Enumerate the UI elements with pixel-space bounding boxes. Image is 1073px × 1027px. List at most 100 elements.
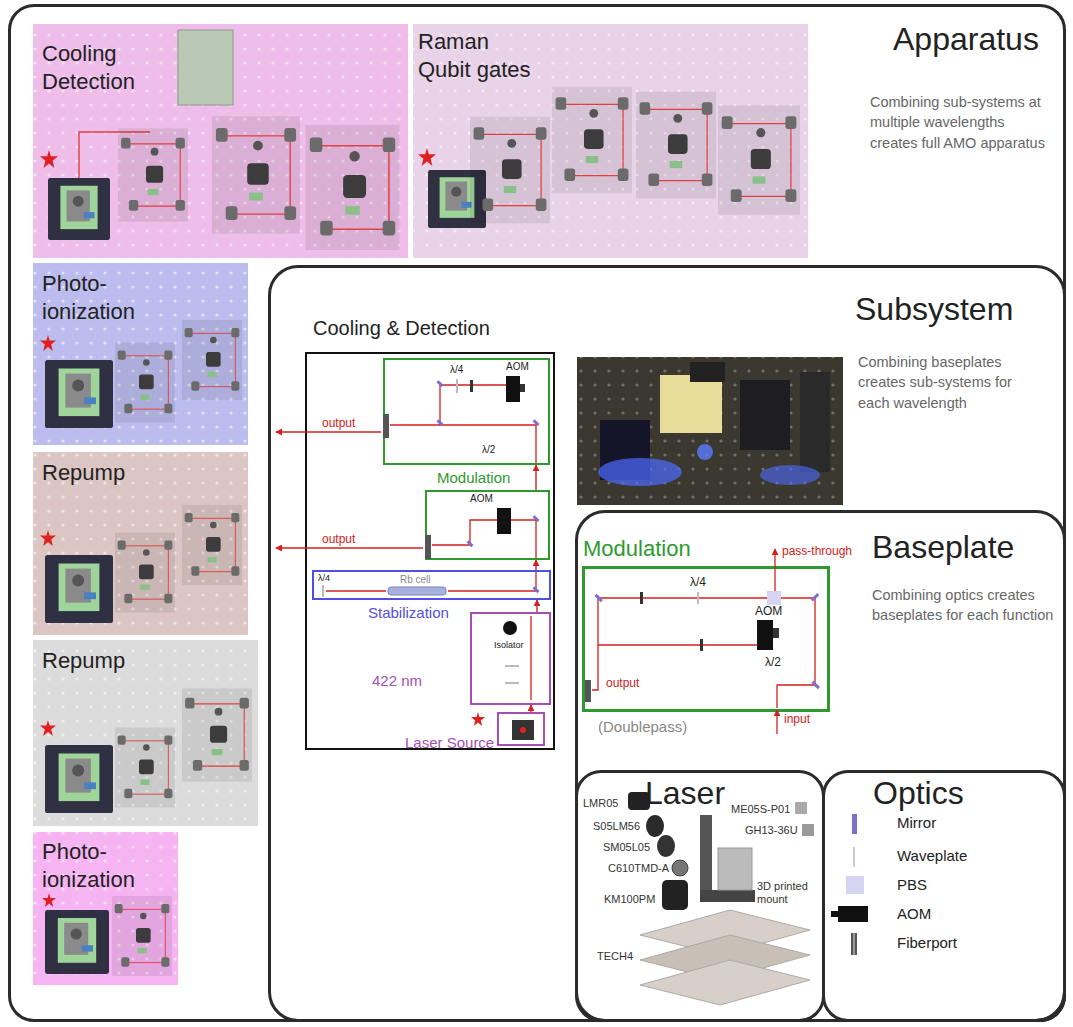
text-slot: λ/4 (318, 573, 330, 584)
text-slot: Modulation (583, 536, 691, 562)
beam-arrow (530, 705, 531, 712)
text-slot: Repump (42, 460, 125, 486)
text-slot: Stabilization (368, 604, 449, 622)
text-slot: 422 nm (372, 672, 422, 690)
part-label: KM100PM (604, 893, 655, 906)
text-slot: TECH4 (597, 950, 633, 963)
optics-frame: Optics (822, 770, 1066, 1022)
text-slot: Baseplate (872, 528, 1014, 566)
text-slot: Laser (645, 774, 725, 812)
legend-text: PBS (897, 876, 927, 894)
baseplate-frame: BaseplateCombining optics creates basepl… (575, 510, 1066, 1022)
modulation-baseplate: Modulationλ/4AOMλ/2(Doublepass) (582, 566, 830, 712)
beam-arrow (535, 560, 536, 570)
panel-title: Photo-ionization (42, 838, 172, 893)
text-slot: pass-through (782, 544, 852, 558)
text-slot: Waveplate (897, 847, 967, 865)
text-slot: LMR05 (583, 797, 618, 810)
section-title: Optics (873, 774, 964, 812)
box-title: Modulation (583, 536, 691, 562)
part-label: ME05S-P01 (731, 803, 790, 816)
text-slot: Combining baseplates creates sub-systems… (858, 352, 1043, 413)
text-slot: KM100PM (604, 893, 655, 906)
text-slot: λ/4 (690, 575, 706, 589)
legend-text: AOM (897, 905, 931, 923)
signal-label: output (322, 532, 355, 546)
text-slot: Laser Source (405, 734, 494, 752)
text-slot: AOM (897, 905, 931, 923)
legend-text: Waveplate (897, 847, 967, 865)
panel-title: Photo-ionization (42, 270, 182, 325)
text-slot: λ/2 (482, 444, 495, 456)
panel-title: Cooling Detection (42, 40, 162, 95)
section-description: Combining sub-systems at multiple wavele… (870, 92, 1055, 153)
text-slot: Cooling & Detection (313, 316, 490, 340)
text-slot: Modulation (437, 469, 510, 487)
beam-arrow (535, 465, 536, 490)
text-slot: Photo-ionization (42, 270, 182, 325)
signal-label: output (606, 676, 639, 690)
text-slot: SM05L05 (603, 841, 650, 854)
text-slot: Combining sub-systems at multiple wavele… (870, 92, 1055, 153)
optic-label: λ/4 (450, 364, 463, 376)
text-slot: Isolator (494, 640, 524, 651)
text-slot: Combining optics creates baseplates for … (872, 585, 1062, 626)
text-slot: λ/2 (765, 655, 781, 669)
box-title: Stabilization (368, 604, 449, 622)
text-slot: AOM (755, 604, 782, 618)
text-slot: Optics (873, 774, 964, 812)
section-description: Combining optics creates baseplates for … (872, 585, 1062, 626)
signal-label: input (784, 712, 810, 726)
text-slot: AOM (470, 493, 493, 505)
optic-label: Isolator (494, 640, 524, 651)
text-slot: output (322, 532, 355, 546)
optic-label: λ/4 (318, 573, 330, 584)
text-slot: Apparatus (893, 20, 1039, 58)
part-label: 3D printed mount (757, 880, 819, 906)
part-label: TECH4 (597, 950, 633, 963)
text-slot: output (322, 416, 355, 430)
box-title: Laser Source (405, 734, 494, 752)
modulation-box: ModulationAOM (425, 490, 550, 560)
part-label: S05LM56 (593, 820, 640, 833)
text-slot: Photo-ionization (42, 838, 172, 893)
optic-label: λ/2 (765, 655, 781, 669)
text-slot: C610TMD-A (608, 862, 669, 875)
text-slot: S05LM56 (593, 820, 640, 833)
text-slot: Raman Qubit gates (418, 28, 543, 83)
beam-arrow (536, 600, 537, 612)
schematic-title: Cooling & Detection (313, 316, 490, 340)
text-slot: 3D printed mount (757, 880, 819, 906)
text-slot: output (606, 676, 639, 690)
panel-title: Repump (42, 648, 125, 674)
box-title: Modulation (437, 469, 510, 487)
section-title: Apparatus (893, 20, 1039, 58)
optic-label: λ/4 (690, 575, 706, 589)
text-slot: AOM (506, 361, 529, 373)
part-label: GH13-36U (745, 824, 798, 837)
signal-label: output (322, 416, 355, 430)
modulation-box: λ/4 AOM λ/2 (383, 358, 550, 465)
part-label: LMR05 (583, 797, 618, 810)
section-description: Combining baseplates creates sub-systems… (858, 352, 1043, 413)
section-title: Baseplate (872, 528, 1014, 566)
text-slot: GH13-36U (745, 824, 798, 837)
text-slot: Repump (42, 648, 125, 674)
text-slot: (Doublepass) (598, 718, 687, 736)
part-label: SM05L05 (603, 841, 650, 854)
text-slot: λ/4 (450, 364, 463, 376)
legend-text: Fiberport (897, 934, 957, 952)
optic-label: AOM (470, 493, 493, 505)
signal-label: pass-through (782, 544, 852, 558)
text-slot: Cooling Detection (42, 40, 162, 95)
text-slot: input (784, 712, 810, 726)
optic-label: AOM (755, 604, 782, 618)
optic-label: AOM (506, 361, 529, 373)
panel-title: Repump (42, 460, 125, 486)
text-slot: PBS (897, 876, 927, 894)
text-slot: Mirror (897, 814, 936, 832)
panel-title: Raman Qubit gates (418, 28, 543, 83)
legend-text: Mirror (897, 814, 936, 832)
